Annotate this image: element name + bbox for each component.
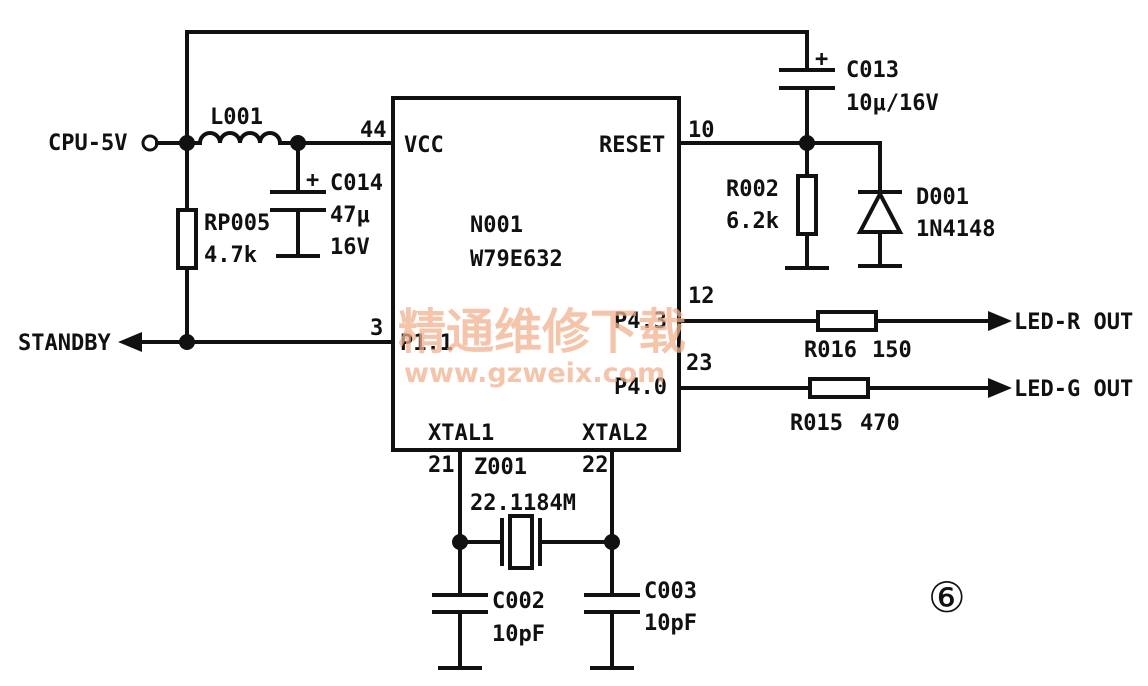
resistor-R016-ref: R016 [804, 338, 857, 363]
resistor-RP005 [176, 141, 198, 344]
resistor-R002-value: 6.2k [726, 209, 779, 234]
junction-dot [179, 334, 195, 350]
capacitor-C013 [779, 68, 835, 145]
capacitor-C002-ref: C002 [492, 589, 545, 614]
capacitor-C014 [270, 141, 326, 258]
resistor-R015-ref: R015 [790, 411, 843, 436]
pin-p11-number: 3 [370, 316, 383, 341]
junction-dot [452, 534, 468, 550]
capacitor-C003 [584, 593, 640, 670]
resistor-R016-value: 150 [872, 338, 912, 363]
watermark-text: 精通维修下载 [398, 304, 686, 360]
pin-reset-number: 10 [688, 118, 715, 143]
pin-p43-number: 12 [688, 284, 715, 309]
pin-reset-name: RESET [599, 133, 665, 158]
pin-p43-name: P4.3 [614, 309, 667, 334]
resistor-RP005-value: 4.7k [204, 243, 257, 268]
watermark-url: www.gzweix.com [404, 358, 665, 389]
resistor-RP005-ref: RP005 [204, 211, 270, 236]
led-g-wire [677, 377, 1012, 399]
pin-p11-name: P1.1 [400, 331, 453, 356]
c013-polarity: + [815, 47, 828, 72]
reset-wire [677, 141, 882, 192]
junction-dot [604, 534, 620, 550]
pin-xtal1-name: XTAL1 [428, 421, 494, 446]
led-g-label: LED-G OUT [1014, 377, 1133, 402]
ic-body [391, 96, 681, 452]
pin-vcc-number: 44 [360, 118, 387, 143]
capacitor-C014-voltage: 16V [330, 235, 370, 260]
wire-top-loop [185, 30, 809, 145]
capacitor-C013-value: 10μ/16V [846, 91, 939, 116]
resistor-R002 [785, 141, 829, 270]
capacitor-C013-ref: C013 [846, 58, 899, 83]
pin-xtal1-number: 21 [428, 453, 455, 478]
diode-D001-ref: D001 [916, 185, 969, 210]
pin-xtal2-number: 22 [582, 453, 609, 478]
capacitor-C014-ref: C014 [330, 171, 383, 196]
pin-xtal2-name: XTAL2 [582, 421, 648, 446]
resistor-R015-value: 470 [860, 411, 900, 436]
standby-label: STANDBY [18, 331, 111, 356]
c014-polarity: + [306, 168, 319, 193]
crystal-Z001-value: 22.1184M [470, 491, 576, 516]
power-input-label: CPU-5V [48, 131, 127, 156]
ic-ref: N001 [470, 213, 523, 238]
capacitor-C003-ref: C003 [644, 579, 697, 604]
diode-D001 [856, 189, 904, 268]
ic-part: W79E632 [470, 247, 563, 272]
standby-wire [118, 332, 395, 352]
figure-number: ⑥ [928, 573, 966, 622]
pin-p40-number: 23 [686, 351, 713, 376]
capacitor-C002 [432, 593, 488, 670]
resistor-R002-ref: R002 [726, 177, 779, 202]
inductor-L001-ref: L001 [210, 105, 263, 130]
led-r-label: LED-R OUT [1014, 310, 1133, 335]
led-r-wire [677, 310, 1012, 332]
pin-vcc-name: VCC [404, 133, 444, 158]
capacitor-C002-value: 10pF [492, 622, 545, 647]
pin-p40-name: P4.0 [614, 375, 667, 400]
crystal-Z001 [500, 514, 542, 570]
crystal-Z001-ref: Z001 [474, 455, 527, 480]
capacitor-C014-value: 47μ [330, 203, 370, 228]
capacitor-C003-value: 10pF [644, 611, 697, 636]
diode-D001-part: 1N4148 [916, 217, 995, 242]
